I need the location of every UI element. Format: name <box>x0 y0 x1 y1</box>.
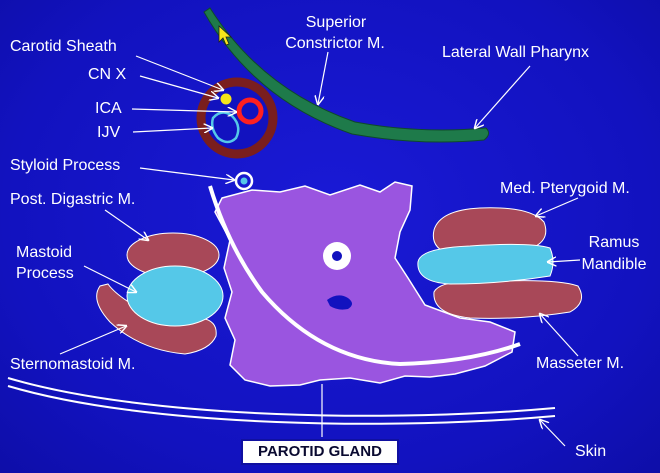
cn-x-nerve <box>221 94 232 105</box>
leader-sternomastoid <box>60 326 126 354</box>
mastoid-process-bone <box>127 266 223 326</box>
label-masseter: Masseter M. <box>536 355 624 373</box>
leader-superior-constrictor <box>318 52 328 104</box>
leader-post-digastric <box>105 210 148 240</box>
label-superior: Superior <box>276 14 396 32</box>
label-styloid-process: Styloid Process <box>10 157 120 175</box>
leader-cn-x <box>140 76 218 98</box>
masseter-muscle <box>434 281 582 319</box>
label-mastoid-line1: Mastoid <box>16 244 72 262</box>
label-constrictor: Constrictor M. <box>270 35 400 53</box>
label-post-digastric: Post. Digastric M. <box>10 191 135 209</box>
label-skin: Skin <box>575 443 606 461</box>
leader-carotid-sheath <box>136 56 223 90</box>
leader-med-pterygoid <box>536 198 578 216</box>
leader-skin <box>540 420 565 446</box>
label-cn-x: CN X <box>88 66 126 84</box>
leader-styloid <box>140 168 234 180</box>
label-sternomastoid: Sternomastoid M. <box>10 356 135 374</box>
gland-duct-center <box>332 251 342 261</box>
label-ijv: IJV <box>97 124 120 142</box>
ramus-mandible-bone <box>418 244 553 284</box>
label-ramus: Ramus <box>574 234 654 252</box>
label-lateral-wall-pharynx: Lateral Wall Pharynx <box>442 44 589 62</box>
label-mastoid-line2: Process <box>16 265 74 283</box>
label-ica: ICA <box>95 100 122 118</box>
styloid-process-core <box>241 178 248 185</box>
parotid-gland-title: PAROTID GLAND <box>241 439 399 465</box>
leader-masseter <box>540 314 578 356</box>
leader-lateral-wall <box>475 66 530 128</box>
label-mandible: Mandible <box>574 256 654 274</box>
label-carotid-sheath: Carotid Sheath <box>10 38 117 56</box>
skin-line-inner <box>8 386 555 424</box>
label-med-pterygoid: Med. Pterygoid M. <box>500 180 630 198</box>
